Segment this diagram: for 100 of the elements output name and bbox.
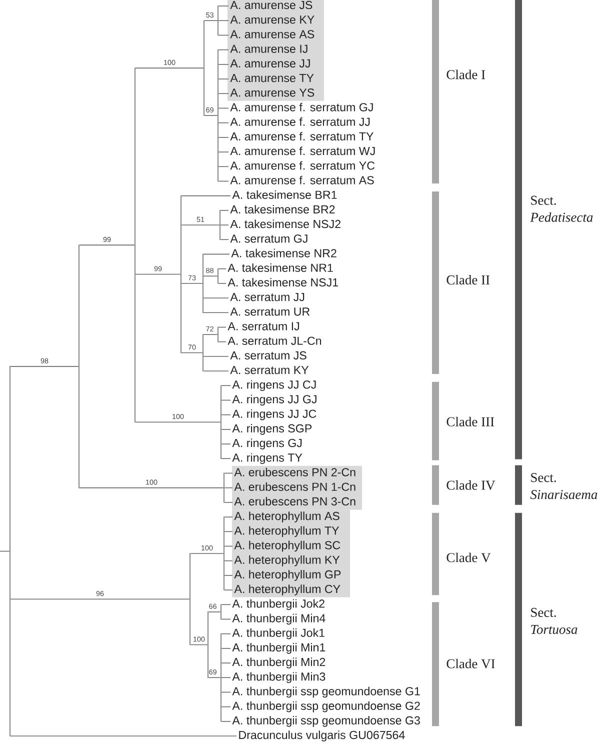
branch-line — [221, 385, 231, 386]
branch-line — [181, 224, 220, 226]
taxon-label: A. amurense f. serratum AS — [230, 176, 374, 184]
taxon-label: A. heterophyllum TY — [234, 526, 340, 538]
branch-line — [218, 180, 229, 182]
branch-line — [221, 633, 231, 634]
taxon-label: A. thunbergii ssp geomundoense G3 — [232, 716, 420, 727]
bracket-line — [202, 334, 204, 372]
branch-line — [224, 531, 233, 532]
taxon-label: A. ringens JJ JC — [232, 409, 316, 420]
taxon-label: A. serratum UR — [230, 308, 310, 316]
branch-line — [203, 254, 230, 255]
branch-line — [203, 370, 229, 372]
taxon-label: A. ringens SGP — [232, 424, 312, 435]
branch-line — [221, 648, 231, 649]
branch-line — [221, 414, 231, 416]
taxon-label: A. amurense f. serratum GJ — [230, 102, 373, 112]
bracket-line — [220, 604, 222, 620]
branch-line — [190, 644, 208, 646]
branch-line — [224, 487, 233, 488]
taxon-label: A. amurense JS — [230, 0, 312, 10]
bracket-line — [78, 244, 80, 488]
branch-line — [10, 598, 190, 600]
section-label: Sect. Tortuosa — [531, 608, 578, 634]
branch-line — [208, 677, 221, 678]
branch-line — [218, 326, 226, 328]
branch-line — [221, 618, 231, 620]
taxon-label: A. takesimense BR2 — [230, 205, 335, 214]
branch-line — [218, 93, 229, 94]
branch-line — [218, 34, 229, 36]
taxon-label: A. amurense TY — [230, 74, 314, 82]
branch-line — [203, 312, 229, 313]
branch-line — [224, 516, 233, 518]
taxon-label: A. amurense f. serratum WJ — [230, 146, 375, 156]
taxon-label: A. ringens GJ — [232, 438, 302, 450]
bracket-line — [202, 254, 204, 313]
taxon-label: A. amurense f. serratum TY — [230, 132, 374, 141]
branch-line — [218, 78, 229, 80]
taxon-label: Dracunculus vulgaris GU067564 — [239, 730, 405, 742]
bracket-line — [220, 385, 222, 459]
branch-line — [0, 550, 10, 552]
branch-line — [203, 334, 218, 335]
branch-line — [181, 352, 203, 354]
branch-line — [204, 115, 218, 116]
branch-line — [10, 366, 79, 367]
branch-line — [218, 341, 226, 342]
section-label: Sect. Sinarisaema — [530, 473, 598, 500]
branch-line — [221, 662, 231, 664]
section-label: Sect. Pedatisecta — [530, 196, 593, 222]
branch-line — [220, 210, 229, 211]
branch-line — [221, 677, 231, 678]
branch-line — [218, 137, 229, 138]
branch-line — [221, 721, 231, 722]
clade-label: Clade V — [446, 552, 491, 562]
taxon-label: A. serratum JJ — [230, 293, 304, 302]
taxon-label: A. erubescens PN 2-Cn — [234, 468, 356, 476]
branch-line — [181, 283, 203, 284]
taxon-label: A. serratum JL-Cn — [228, 336, 322, 345]
taxon-label: A. heterophyllum SC — [234, 540, 340, 552]
taxon-label: A. heterophyllum CY — [234, 584, 340, 596]
taxon-label: A. amurense JJ — [230, 59, 310, 68]
taxon-label: A. thunbergii Jok1 — [232, 628, 324, 640]
taxon-label: A. heterophyllum KY — [234, 555, 340, 566]
branch-line — [135, 274, 181, 275]
taxon-label: A. takesimense NR2 — [231, 248, 336, 258]
taxon-label: A. amurense KY — [230, 16, 314, 24]
branch-line — [203, 356, 229, 357]
branch-line — [221, 429, 231, 430]
branch-line — [221, 458, 231, 459]
branch-line — [224, 472, 233, 474]
taxon-label: A. takesimense NSJ2 — [230, 220, 340, 228]
taxon-label: A. serratum JS — [230, 351, 306, 360]
taxon-label: A. thunbergii Min2 — [232, 658, 326, 668]
branch-line — [181, 195, 231, 196]
branch-line — [218, 49, 229, 50]
taxon-label: A. heterophyllum AS — [234, 512, 340, 522]
bracket-line — [134, 68, 136, 422]
branch-line — [218, 64, 229, 65]
clade-label: Clade II — [446, 275, 490, 284]
taxon-label: A. amurense f. serratum JJ — [230, 117, 370, 126]
taxon-label: A. amurense IJ — [230, 44, 308, 53]
taxon-label: A. thunbergii Jok2 — [232, 599, 324, 610]
branch-line — [79, 487, 224, 488]
branch-line — [221, 604, 231, 605]
taxon-label: A. serratum GJ — [230, 234, 308, 243]
highlight-box — [232, 466, 362, 510]
branch-line — [220, 239, 229, 240]
bracket-line — [180, 195, 182, 354]
taxon-label: A. amurense AS — [230, 30, 314, 38]
highlight-box — [228, 0, 324, 101]
branch-line — [79, 244, 135, 246]
taxon-label: A. ringens TY — [232, 453, 302, 464]
taxon-label: A. serratum IJ — [228, 322, 300, 330]
clade-label: Clade III — [446, 416, 494, 426]
clade-label: Clade VI — [446, 658, 495, 668]
taxon-label: A. ringens JJ GJ — [232, 394, 316, 406]
taxon-label: A. ringens JJ CJ — [232, 380, 316, 392]
highlight-box — [232, 510, 350, 598]
taxon-label: A. thunbergii Min3 — [232, 672, 326, 684]
taxon-label: A. amurense YS — [230, 88, 314, 97]
